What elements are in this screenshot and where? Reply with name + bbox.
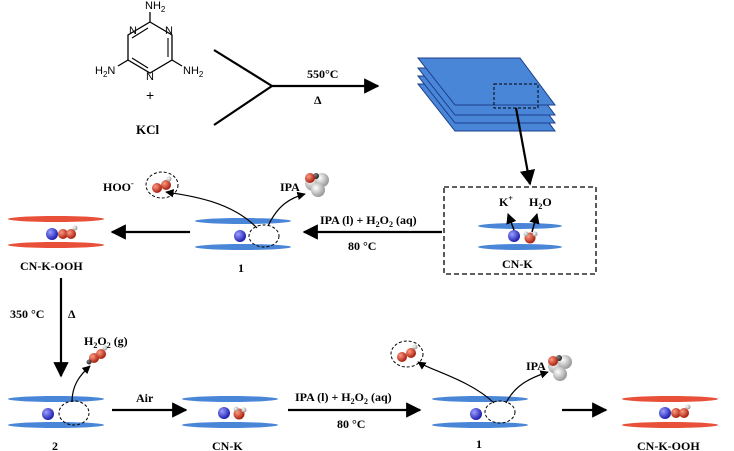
merge-arrow — [213, 49, 380, 126]
svg-text:N: N — [165, 25, 173, 37]
ipa-molecule-bottom — [548, 355, 572, 381]
cnk-ooh-product-left — [8, 216, 104, 248]
h2o2-gas-molecule — [86, 345, 108, 365]
intermediate-1-bottom: 1 — [417, 361, 549, 451]
ipa-label-bottom: IPA — [526, 359, 546, 373]
potassium-ion — [508, 230, 520, 242]
cnk-ooh-product-right — [622, 396, 718, 428]
svg-text:N: N — [129, 25, 137, 37]
water-label: H — [529, 195, 539, 209]
hooh-molecule-top — [145, 171, 179, 199]
nh2-label-left: H2N — [95, 65, 115, 79]
zoom-arrow — [514, 107, 536, 186]
ipa-molecule-middle — [305, 173, 329, 197]
intermediate-2: 2 — [8, 365, 104, 451]
svg-text:NH2: NH2 — [145, 0, 166, 14]
bottom-reagent: IPA (l) + H — [295, 390, 351, 404]
hooh-molecule-bottom — [390, 340, 424, 368]
svg-text:H2O2 (g): H2O2 (g) — [84, 334, 128, 350]
ipa-label-middle: IPA — [280, 180, 300, 194]
svg-text:N: N — [146, 71, 154, 83]
product-label-left: CN-K-OOH — [20, 259, 83, 273]
layered-sheets — [416, 57, 556, 132]
svg-text:H2O: H2O — [529, 195, 552, 211]
anneal-delta: Δ — [68, 307, 76, 321]
cnk-box-label: CN-K — [502, 257, 533, 271]
melamine-structure: N N N NH2 H2N NH2 — [95, 0, 204, 83]
air-label: Air — [136, 391, 154, 405]
intermediate-1-label: 1 — [238, 261, 244, 275]
step1-temperature: 550°C — [307, 67, 338, 81]
middle-reagent: IPA (l) + H — [320, 213, 376, 227]
cnk-detail-box: K+ H2O CN-K — [443, 186, 597, 275]
kcl-label: KCl — [136, 122, 160, 137]
intermediate-1-middle: 1 — [165, 189, 306, 275]
svg-text:K+: K+ — [499, 194, 513, 209]
cnk-bottom — [182, 396, 278, 428]
product-label-right: CN-K-OOH — [637, 439, 700, 451]
nh2-label-right: NH — [183, 65, 199, 77]
h2o2-gas-label: H — [84, 334, 94, 348]
svg-text:IPA (l) + H2O2 (aq): IPA (l) + H2O2 (aq) — [295, 390, 392, 406]
svg-text:HOO-: HOO- — [103, 179, 134, 194]
nh2-label: NH — [145, 0, 161, 12]
intermediate-1-bottom-label: 1 — [476, 437, 482, 451]
svg-text:NH2: NH2 — [183, 65, 204, 79]
anneal-temperature: 350 °C — [10, 307, 44, 321]
plus-sign: + — [146, 87, 154, 103]
intermediate-2-label: 2 — [52, 439, 58, 451]
middle-temperature: 80 °C — [348, 239, 376, 253]
kplus-label: K — [499, 195, 509, 209]
bottom-temperature: 80 °C — [337, 417, 365, 431]
cnk-bottom-label: CN-K — [212, 439, 243, 451]
step1-delta: Δ — [314, 93, 322, 107]
svg-text:IPA (l) + H2O2 (aq): IPA (l) + H2O2 (aq) — [320, 213, 417, 229]
hoo-label: HOO — [103, 180, 131, 194]
